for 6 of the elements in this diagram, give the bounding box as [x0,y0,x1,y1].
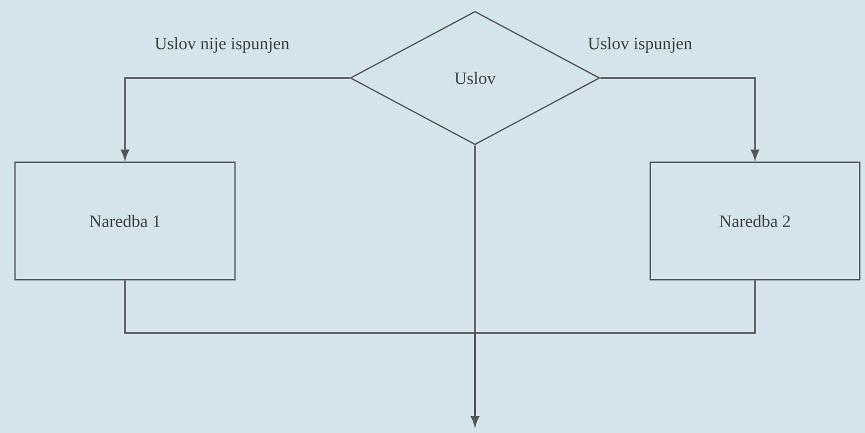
edge-label: Uslov nije ispunjen [153,36,291,54]
arrow [600,77,759,160]
arrow [471,280,756,426]
process-box: Naredba 1 [14,162,236,280]
arrow [121,77,350,160]
process-box: Naredba 2 [650,162,860,280]
